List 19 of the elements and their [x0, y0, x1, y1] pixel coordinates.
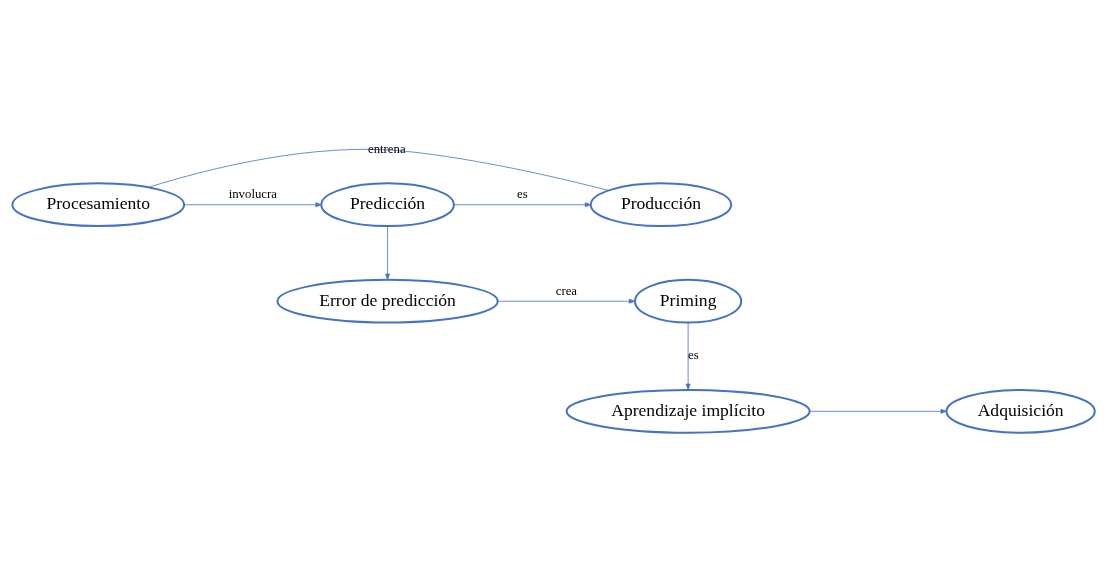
edge-label: es: [516, 187, 528, 202]
arrow: [685, 322, 691, 391]
edge-label: entrena: [368, 141, 406, 156]
node-ellipse: Procesamiento: [11, 182, 186, 228]
edge-label: involucra: [228, 187, 277, 202]
arrow: [183, 202, 322, 208]
edge-label: crea: [555, 283, 578, 298]
node-ellipse: Predicción: [320, 182, 455, 228]
arrow: [809, 408, 947, 414]
node-ellipse: Error de predicción: [276, 278, 499, 324]
node-ellipse: Adquisición: [945, 388, 1096, 434]
arrow: [385, 225, 390, 281]
arrow: [453, 202, 592, 208]
node-ellipse: Aprendizaje implícito: [565, 388, 811, 434]
edge-label: es: [688, 348, 699, 363]
node-ellipse: Producción: [589, 182, 733, 228]
node-ellipse: Priming: [634, 278, 743, 324]
arrow: [497, 298, 636, 304]
connector: [148, 148, 609, 191]
